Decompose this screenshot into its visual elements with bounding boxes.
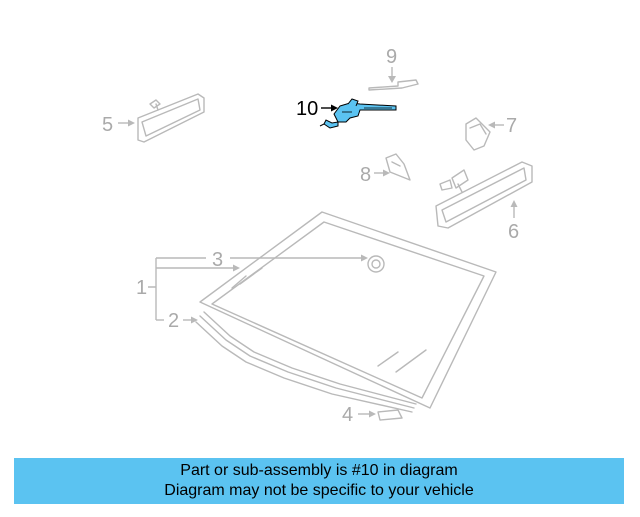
callout-8-arrowhead — [383, 169, 390, 177]
callout-8: 8 — [360, 164, 371, 186]
callout-3: 3 — [212, 249, 223, 271]
part-4-spacer — [377, 409, 403, 421]
callout-10: 10 — [296, 98, 318, 120]
callout-6-arrowhead — [510, 200, 518, 207]
callout-1-arrowhead — [233, 264, 240, 272]
part-6-rearview-mirror — [435, 161, 533, 229]
callout-2: 2 — [168, 310, 179, 332]
part-9-bracket — [368, 79, 419, 91]
part-2-moulding — [195, 311, 417, 413]
callout-1: 1 — [136, 277, 147, 299]
part-10-sensor-bracket[interactable] — [319, 98, 397, 129]
callout-7: 7 — [506, 115, 517, 137]
callout-5-arrowhead — [128, 119, 135, 127]
callout-9: 9 — [386, 46, 397, 68]
callout-1-bracket — [148, 258, 157, 320]
callout-7-arrowhead — [488, 121, 495, 129]
part-7-mirror-cover — [465, 117, 491, 151]
part-5-rearview-mirror — [137, 93, 205, 143]
info-banner: Part or sub-assembly is #10 in diagram D… — [14, 458, 624, 504]
callout-10-arrowhead — [331, 104, 338, 112]
part-3-mirror-button — [367, 255, 385, 273]
callout-3-arrowhead — [361, 254, 368, 262]
callout-6: 6 — [508, 221, 519, 243]
part-8-clip — [385, 153, 411, 181]
callout-5: 5 — [102, 114, 113, 136]
callout-4: 4 — [342, 404, 353, 426]
callout-9-arrowhead — [388, 76, 396, 83]
part-1-windshield — [199, 211, 497, 409]
callout-2-arrowhead — [191, 316, 198, 324]
banner-line-1: Part or sub-assembly is #10 in diagram — [180, 462, 458, 479]
banner-line-2: Diagram may not be specific to your vehi… — [164, 482, 474, 499]
callout-4-arrowhead — [369, 410, 376, 418]
